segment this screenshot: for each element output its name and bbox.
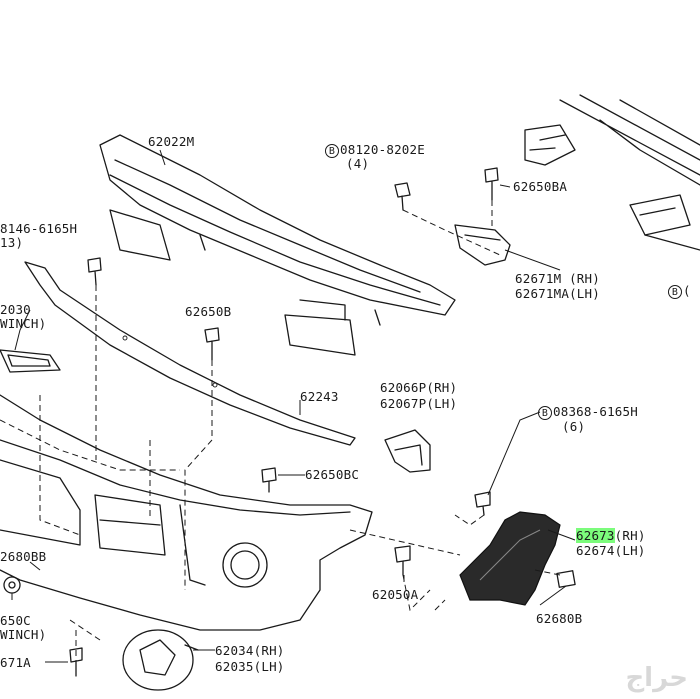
bumper-fascia — [0, 394, 373, 631]
fog-lamp-62034 — [122, 629, 199, 691]
bracket-62030 — [0, 349, 61, 373]
label-right-edge: B( — [668, 284, 691, 299]
label-62671M: 62671M (RH) — [515, 271, 600, 286]
assembly-lines — [0, 200, 561, 676]
bracket-62671M — [454, 224, 511, 266]
label-62680BB: 2680BB — [0, 549, 47, 564]
clip-62050C — [3, 576, 21, 594]
bracket-62066P — [384, 429, 431, 473]
leader-lines — [11, 149, 576, 663]
bolt-symbol-icon: B — [668, 285, 682, 299]
label-08368-qty: (6) — [562, 419, 586, 434]
label-right-edge-text: ( — [683, 283, 691, 298]
label-62673-number: 62673 — [576, 528, 615, 543]
label-62050A: 62050A — [372, 587, 419, 602]
label-62066P: 62066P(RH) — [380, 380, 458, 395]
bolt-symbol-icon: B — [325, 144, 339, 158]
label-62050C-winch: WINCH) — [0, 627, 47, 642]
trim-strip-62243 — [24, 261, 356, 446]
bolt-symbol-icon: B — [538, 406, 552, 420]
label-08368-6165H-text: 08368-6165H — [553, 404, 638, 419]
label-08146-qty: 13) — [0, 235, 24, 250]
label-62671A: 671A — [0, 655, 31, 670]
label-62030-winch: WINCH) — [0, 316, 47, 331]
label-62243: 62243 — [300, 389, 339, 404]
label-62050C: 650C — [0, 613, 31, 628]
label-62671MA: 62671MA(LH) — [515, 286, 600, 301]
label-08146-6165H: 8146-6165H — [0, 221, 78, 236]
label-62673-side: (RH) — [614, 528, 646, 543]
label-62650B: 62650B — [185, 304, 232, 319]
watermark-logo: حراج — [625, 663, 688, 693]
label-62650BC: 62650BC — [305, 467, 360, 482]
label-62034: 62034(RH) — [215, 643, 285, 658]
label-08120-qty: (4) — [346, 156, 370, 171]
air-guide-62673 — [459, 511, 561, 606]
frame-rail — [524, 94, 700, 251]
label-62674: 62674(LH) — [576, 543, 646, 558]
label-62030: 2030 — [0, 302, 31, 317]
label-62067P: 62067P(LH) — [380, 396, 458, 411]
label-62650BA: 62650BA — [513, 179, 568, 194]
label-62673: 62673(RH) — [576, 528, 646, 543]
bolts — [69, 167, 499, 677]
label-08120-8202E-text: 08120-8202E — [340, 142, 425, 157]
label-62680B: 62680B — [536, 611, 583, 626]
label-62035: 62035(LH) — [215, 659, 285, 674]
reinforcement-62022M — [99, 134, 456, 356]
label-62022M: 62022M — [148, 134, 195, 149]
clip-62680B — [556, 570, 576, 588]
